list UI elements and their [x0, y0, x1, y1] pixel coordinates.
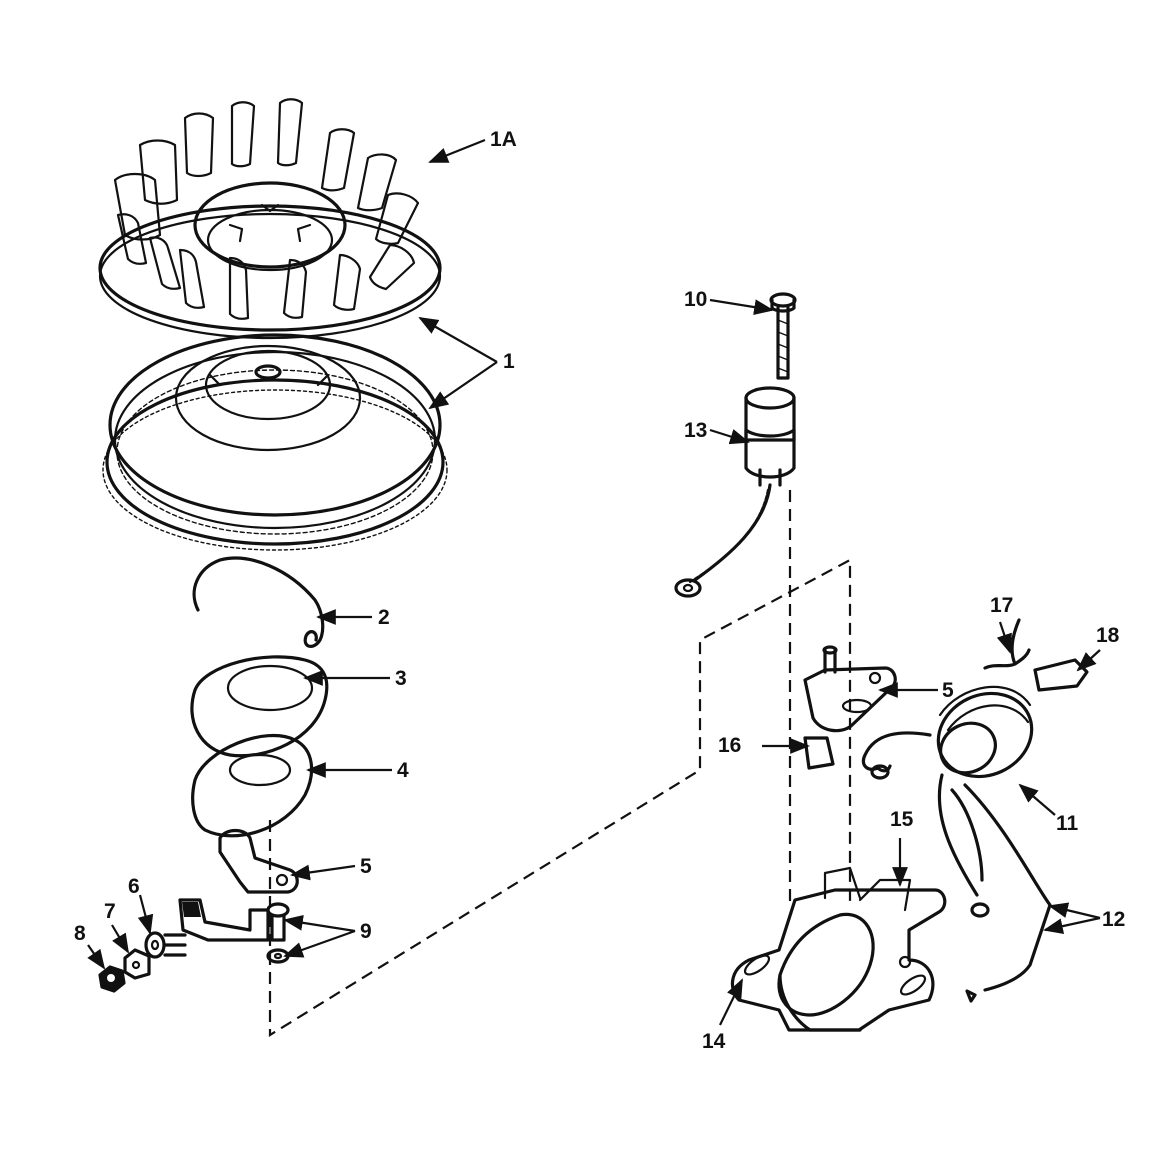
armature-bracket: [178, 828, 299, 942]
washer-6: [144, 931, 187, 959]
callout-4: 4: [397, 759, 409, 782]
callout-9: 9: [360, 920, 372, 943]
callout-11: 11: [1056, 812, 1079, 835]
fan-blower: [98, 98, 442, 340]
felt-seal: [191, 734, 314, 838]
key-18: [1033, 658, 1089, 692]
terminal-7: [123, 948, 151, 980]
clip-spring: [192, 556, 325, 648]
callout-6: 6: [128, 875, 140, 898]
callout-15: 15: [890, 808, 914, 831]
callout-10: 10: [684, 288, 707, 311]
callout-labels: 1A 1 2 3 4 5 5 6 7 8 9 10 11 12 13 14 15…: [74, 128, 1125, 1053]
callout-7: 7: [104, 900, 116, 923]
callout-16: 16: [718, 734, 741, 757]
dust-cover: [190, 655, 329, 758]
callout-5-left: 5: [360, 855, 372, 878]
callout-17: 17: [990, 594, 1013, 617]
callout-8: 8: [74, 922, 86, 945]
armature-base: [730, 866, 947, 1032]
spring-clip-17: [983, 618, 1031, 670]
callout-1: 1: [503, 350, 515, 373]
ignition-coil: [861, 685, 1052, 1003]
callout-12: 12: [1102, 908, 1125, 931]
cam-wiper-16: [803, 736, 835, 770]
callout-5-right: 5: [942, 679, 954, 702]
callout-3: 3: [395, 667, 407, 690]
callout-18: 18: [1096, 624, 1120, 647]
callout-1a: 1A: [490, 128, 517, 151]
alignment-lines: [268, 490, 852, 1037]
screw-10: [769, 292, 797, 380]
condenser-13: [674, 386, 796, 598]
callout-13: 13: [684, 419, 707, 442]
flywheel: [102, 333, 448, 551]
leader-arrows: [87, 138, 1101, 1026]
callout-2: 2: [378, 606, 390, 629]
callout-14: 14: [702, 1030, 726, 1053]
nut-8: [98, 965, 126, 993]
